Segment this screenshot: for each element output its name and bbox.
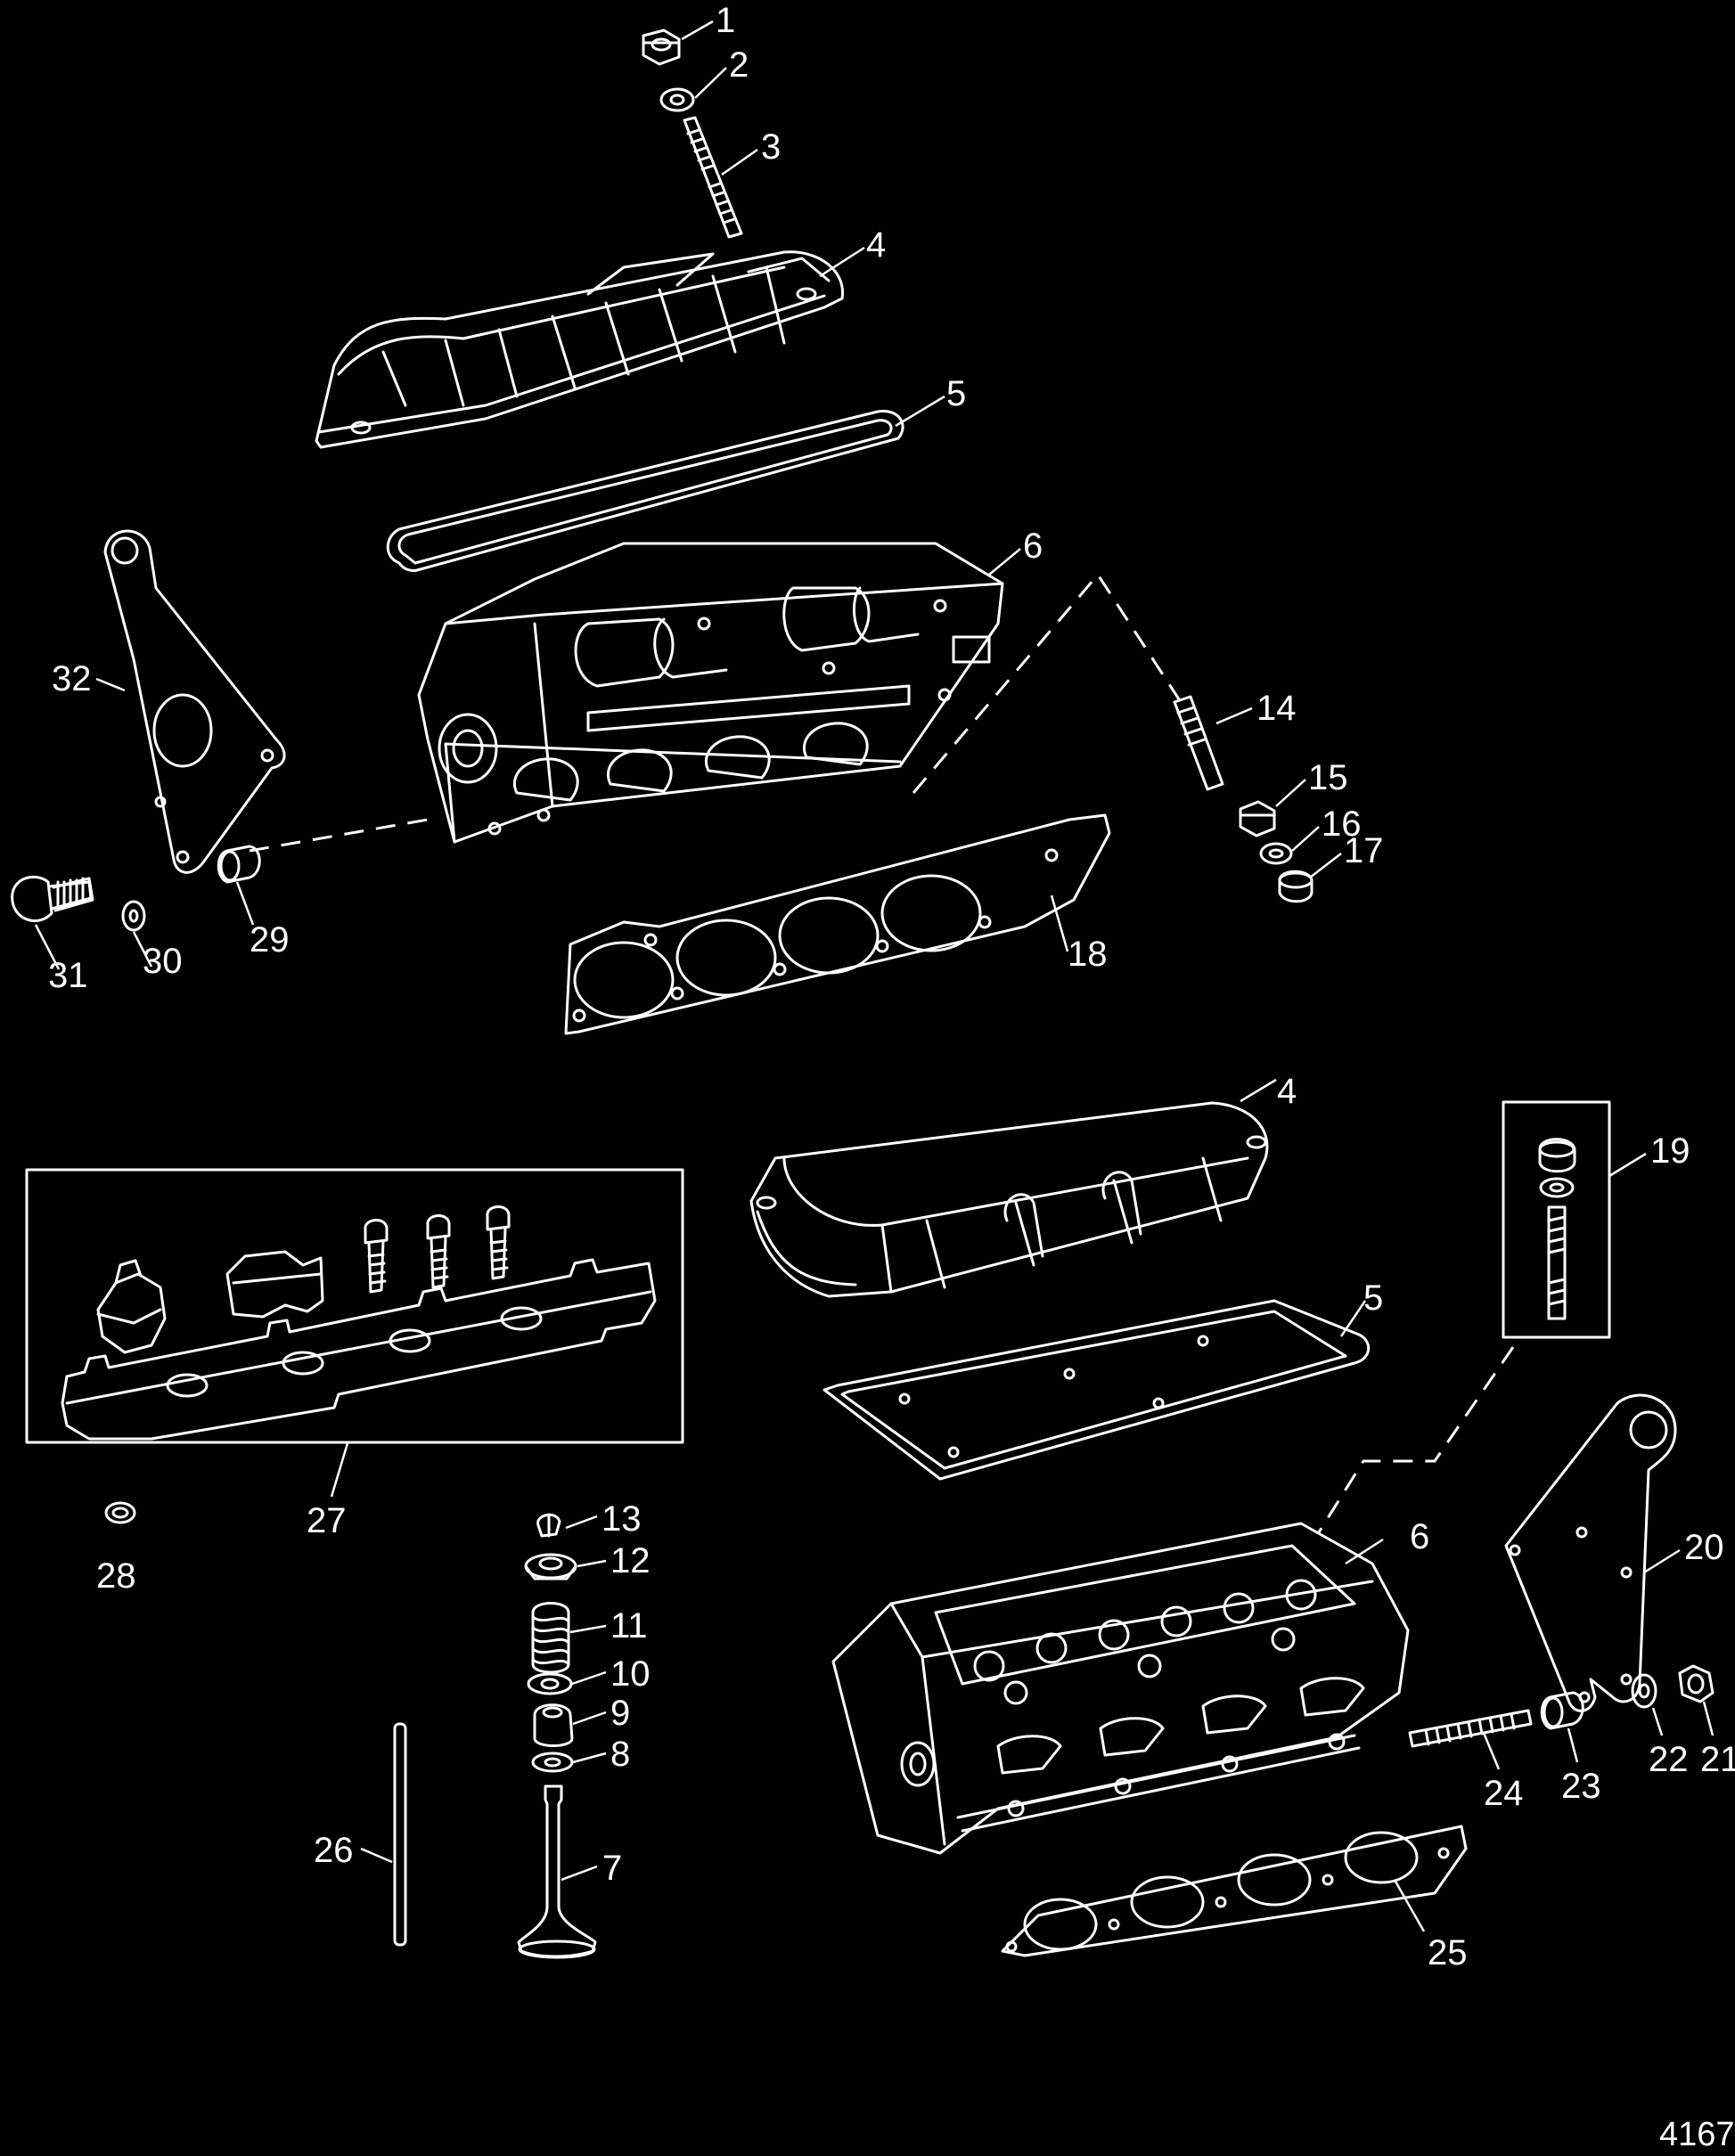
part-19-kit-box [1503, 1102, 1609, 1337]
part-24-bolt [1410, 1711, 1531, 1746]
callout-32: 32 [52, 659, 92, 698]
part-2-washer [661, 89, 693, 110]
part-22-washer [1633, 1675, 1656, 1707]
callout-14: 14 [1256, 689, 1297, 728]
part-32-bracket [105, 531, 284, 872]
leader-lines [34, 20, 1715, 1932]
callout-15: 15 [1308, 758, 1348, 797]
callout-16: 16 [1322, 804, 1362, 844]
part-7-valve [519, 1786, 595, 1957]
part-25-gasket [1003, 1826, 1466, 1956]
part-16-washer [1261, 844, 1291, 863]
callout-30: 30 [143, 942, 183, 981]
alignment-lines [249, 572, 1515, 1533]
part-31-bolt [12, 877, 93, 920]
part-18-head-gasket [566, 815, 1109, 1033]
part-27-kit-box [27, 1170, 683, 1442]
part-5-gasket-upper [388, 411, 903, 570]
callout-4-upper: 4 [866, 225, 886, 265]
part-28-o-ring [106, 1503, 135, 1523]
callout-29: 29 [250, 920, 290, 960]
callout-13: 13 [602, 1499, 642, 1539]
callout-1: 1 [716, 1, 735, 40]
callout-24: 24 [1484, 1774, 1524, 1813]
part-26-pushrod [395, 1724, 405, 1945]
part-30-washer [123, 902, 144, 930]
callout-12: 12 [610, 1541, 651, 1580]
callout-11: 11 [610, 1606, 648, 1646]
callout-19: 19 [1650, 1131, 1690, 1171]
callout-23: 23 [1561, 1767, 1601, 1806]
part-5-gasket-lower [824, 1301, 1369, 1479]
callout-3: 3 [761, 127, 781, 167]
callout-7: 7 [602, 1849, 622, 1888]
callout-8: 8 [610, 1735, 630, 1774]
callout-25: 25 [1428, 1933, 1468, 1972]
callout-22: 22 [1649, 1740, 1689, 1779]
callout-28: 28 [96, 1556, 136, 1596]
part-15-nut [1240, 802, 1274, 836]
callout-6-lower: 6 [1410, 1517, 1429, 1556]
part-23-spacer [1542, 1693, 1583, 1728]
callout-31: 31 [48, 956, 88, 995]
part-14-stud [1174, 697, 1223, 789]
part-11-valve-spring [533, 1604, 569, 1673]
part-9-valve-seal [535, 1705, 572, 1746]
part-4-valve-cover-lower [751, 1103, 1267, 1296]
dash-upper-head-to-stud [912, 572, 1183, 794]
callout-17: 17 [1344, 831, 1384, 870]
part-13-keepers [538, 1515, 560, 1536]
part-4-valve-cover-upper [316, 252, 843, 447]
part-17-seal-nut [1280, 871, 1312, 902]
part-1-nut [643, 30, 679, 64]
callout-5-upper: 5 [946, 374, 966, 413]
callout-18: 18 [1068, 935, 1108, 974]
callout-9: 9 [610, 1694, 630, 1733]
part-21-nut [1680, 1666, 1713, 1702]
callout-10: 10 [610, 1654, 651, 1694]
part-10-washer [528, 1674, 571, 1694]
part-6-cylinder-head-upper [419, 543, 1003, 842]
callout-4-lower: 4 [1277, 1072, 1297, 1111]
part-12-retainer [526, 1555, 576, 1579]
callout-21: 21 [1700, 1740, 1735, 1779]
callout-2: 2 [729, 45, 749, 85]
callout-26: 26 [314, 1831, 354, 1870]
part-6-cylinder-head-lower [833, 1523, 1408, 1853]
callout-20: 20 [1684, 1528, 1724, 1567]
callout-27: 27 [307, 1501, 347, 1540]
callout-5-lower: 5 [1363, 1278, 1383, 1318]
callout-6-upper: 6 [1023, 527, 1043, 566]
part-8-washer [533, 1753, 572, 1771]
part-3-stud [684, 118, 741, 237]
dash-kit19-to-head [1317, 1346, 1515, 1533]
figure-reference-number: 4167 [1659, 2116, 1735, 2153]
callout-labels: 1 2 3 4 5 6 14 15 16 17 18 29 30 31 32 4… [48, 1, 1735, 1972]
